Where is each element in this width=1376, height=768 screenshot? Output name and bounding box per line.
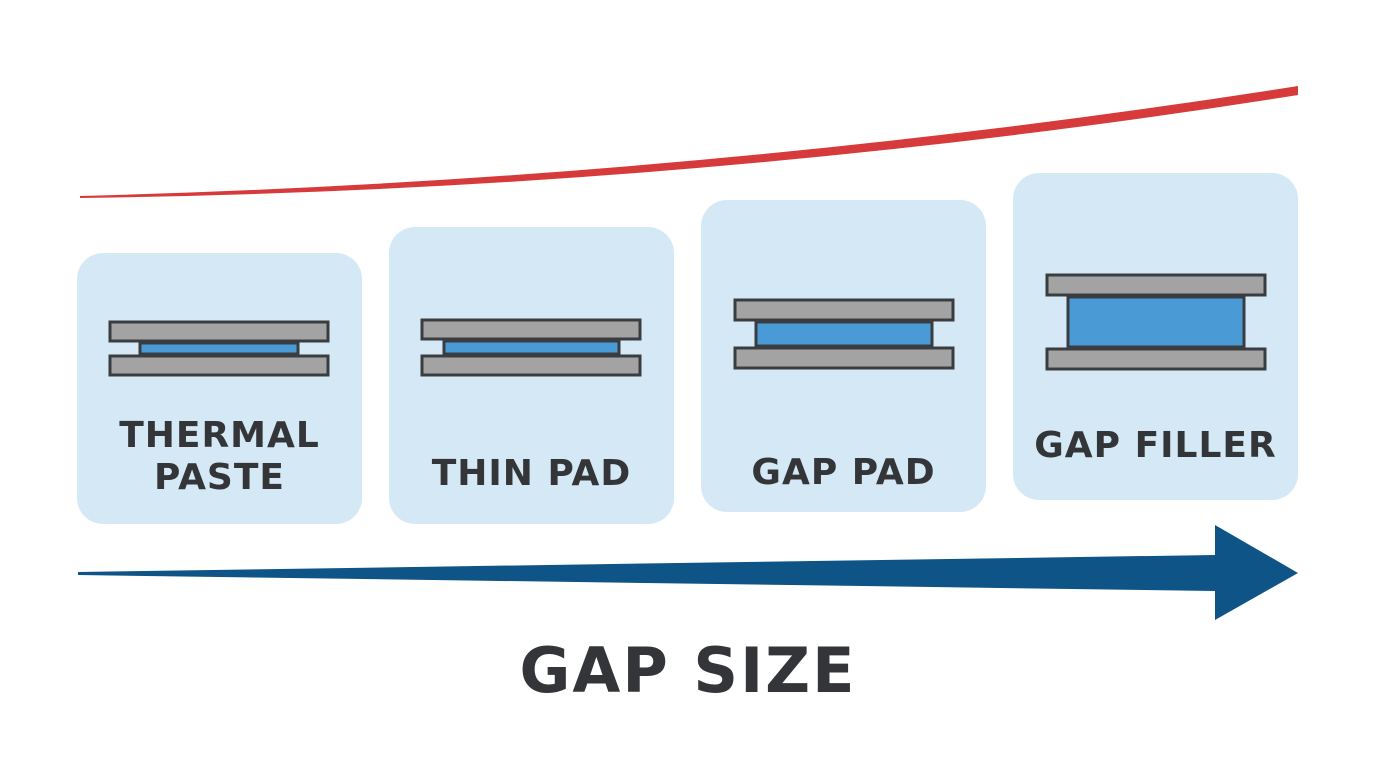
gap-size-axis-label: GAP SIZE bbox=[519, 634, 857, 707]
top-plate bbox=[420, 318, 642, 341]
material-label-thermal-paste: THERMAL PASTE bbox=[119, 415, 320, 498]
bottom-plate bbox=[108, 354, 330, 377]
layer-stack-icon bbox=[1045, 273, 1267, 371]
material-label-gap-filler: GAP FILLER bbox=[1034, 425, 1277, 466]
bottom-plate bbox=[733, 346, 955, 370]
top-plate bbox=[1045, 273, 1267, 297]
layer-stack-icon bbox=[108, 320, 330, 377]
material-card-gap-pad: GAP PAD bbox=[701, 200, 986, 512]
gap-size-arrow bbox=[78, 525, 1298, 620]
layer-stack-icon bbox=[733, 298, 955, 370]
layer-stack-icon bbox=[420, 318, 642, 377]
interface-material bbox=[1066, 295, 1246, 349]
material-label-gap-pad: GAP PAD bbox=[751, 452, 936, 493]
bottom-plate bbox=[420, 354, 642, 377]
bottom-plate bbox=[1045, 347, 1267, 371]
interface-material bbox=[754, 320, 934, 348]
material-label-thin-pad: THIN PAD bbox=[431, 453, 632, 494]
top-plate bbox=[733, 298, 955, 322]
interface-material bbox=[442, 339, 621, 356]
top-plate bbox=[108, 320, 330, 343]
interface-material bbox=[138, 341, 300, 356]
material-card-thin-pad: THIN PAD bbox=[389, 227, 674, 524]
material-card-gap-filler: GAP FILLER bbox=[1013, 173, 1298, 500]
material-card-thermal-paste: THERMAL PASTE bbox=[77, 253, 362, 524]
